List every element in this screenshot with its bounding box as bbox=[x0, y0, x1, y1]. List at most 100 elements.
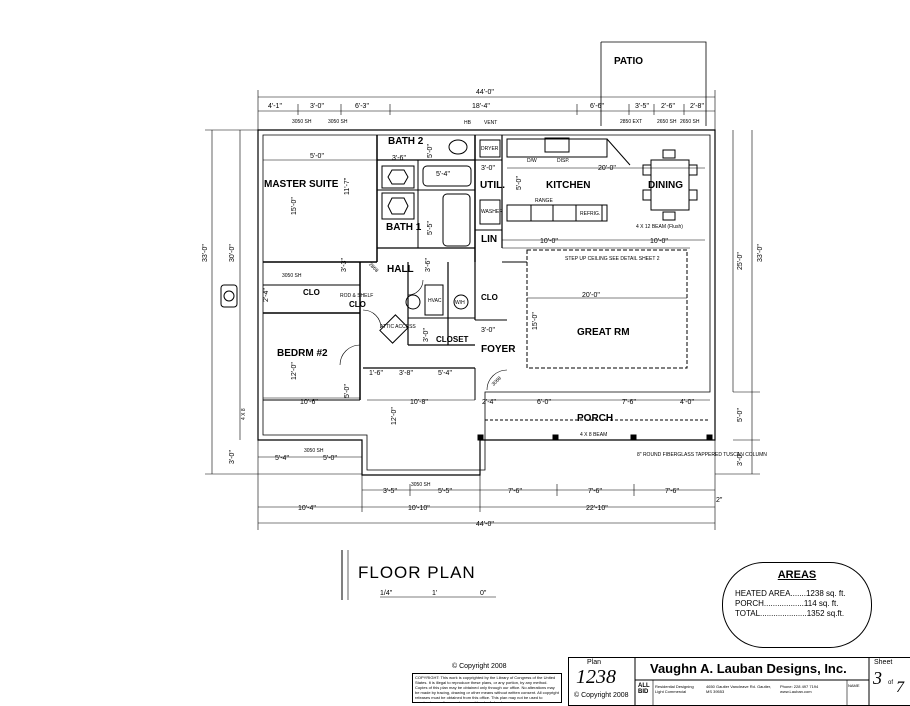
bath2-a-dim: 3'-6" bbox=[392, 155, 406, 162]
window-3050-e: 3050 SH bbox=[411, 482, 431, 488]
clo-b-dim: 3'-0" bbox=[423, 328, 430, 342]
top-seg-7: 2'-6" bbox=[661, 103, 675, 110]
right-mid-dim: 5'-0" bbox=[737, 408, 744, 422]
garage-b-dim: 3'-8" bbox=[399, 370, 413, 377]
address-text: 4650 Gautier Vancleave Rd. Gautier, MS 3… bbox=[706, 684, 772, 694]
left-bottom-dim: 3'-0" bbox=[229, 450, 236, 464]
porch-a-dim: 2'-4" bbox=[482, 399, 496, 406]
bottom-b-dim: 5'-5" bbox=[438, 488, 452, 495]
great-w-dim: 20'-0" bbox=[582, 292, 600, 299]
disp-label: DISP. bbox=[557, 158, 569, 164]
left-inner-dim: 30'-0" bbox=[229, 244, 236, 262]
bath2-b-dim: 5'-0" bbox=[427, 144, 434, 158]
dw-label: D/W bbox=[527, 158, 537, 164]
master-side-dim: 11'-7" bbox=[344, 177, 351, 195]
allbid-2: BID bbox=[638, 689, 649, 695]
top-seg-2: 3'-0" bbox=[310, 103, 324, 110]
porch-d-dim: 4'-0" bbox=[680, 399, 694, 406]
refrig-label: REFRIG. bbox=[580, 211, 600, 217]
window-2850: 2850 EXT bbox=[620, 119, 642, 125]
master-width-dim: 5'-0" bbox=[310, 153, 324, 160]
clo-bed-label: CLO bbox=[349, 300, 366, 309]
right-bottom-dim: 3'-0" bbox=[737, 452, 744, 466]
clo-master-label: CLO bbox=[303, 288, 320, 297]
kitchen-label: KITCHEN bbox=[546, 180, 590, 191]
column-note-label: 8" ROUND FIBERGLASS TAPPERED TUSCAN COLU… bbox=[637, 452, 767, 458]
scale-b: 1' bbox=[432, 590, 438, 597]
bed-bottom-b-dim: 5'-0" bbox=[323, 455, 337, 462]
window-3050-c: 3050 SH bbox=[282, 273, 302, 279]
allbid-logo: ALL BID bbox=[638, 683, 650, 695]
kitchen-b-dim: 10'-0" bbox=[650, 238, 668, 245]
allbid-1: ALL bbox=[638, 683, 650, 689]
porch-label: PORCH bbox=[577, 413, 613, 424]
porch-c-dim: 7'-6" bbox=[622, 399, 636, 406]
top-seg-4: 18'-4" bbox=[472, 103, 490, 110]
util-b-dim: 5'-0" bbox=[516, 176, 523, 190]
lin-label: LIN bbox=[481, 234, 497, 245]
dryer-label: DRYER bbox=[481, 146, 499, 152]
vent-label: VENT bbox=[484, 120, 497, 126]
bottom-h-dim: 22'-10" bbox=[586, 505, 608, 512]
kitchen-a-dim: 10'-0" bbox=[540, 238, 558, 245]
plan-label: Plan bbox=[587, 659, 602, 666]
beam-left-label: 4 X 8 bbox=[241, 408, 247, 420]
hall-b-dim: 3'-6" bbox=[425, 258, 432, 272]
foyer-w-dim: 3'-0" bbox=[481, 327, 495, 334]
clo-a-dim: 2'-4" bbox=[263, 288, 270, 302]
bed-w-dim: 10'-6" bbox=[300, 399, 318, 406]
areas-porch: PORCH..................114 sq. ft. bbox=[735, 599, 839, 608]
phone-text: Phone: 228 497 7194 www.Lauban.com bbox=[780, 684, 819, 694]
range-label: RANGE bbox=[535, 198, 553, 204]
overall-top-dim: 44'-0" bbox=[476, 89, 494, 96]
wh-label: W/H bbox=[455, 300, 465, 306]
window-2650-a: 2650 SH bbox=[657, 119, 677, 125]
hall-label: HALL bbox=[387, 264, 414, 275]
areas-total: TOTAL.....................1352 sq.ft. bbox=[735, 609, 845, 618]
bottom-d-dim: 7'-6" bbox=[588, 488, 602, 495]
right-upper-dim: 25'-0" bbox=[737, 252, 744, 270]
garage-c-dim: 5'-4" bbox=[438, 370, 452, 377]
top-seg-6: 3'-5" bbox=[635, 103, 649, 110]
beam-flush-label: 4 X 12 BEAM (Flush) bbox=[636, 224, 683, 230]
kitchen-dim: 20'-0" bbox=[598, 165, 616, 172]
door-3068: 3068 bbox=[491, 375, 503, 387]
beam-porch-label: 4 X 8 BEAM bbox=[580, 432, 607, 438]
sheet-number: 3 bbox=[873, 668, 882, 688]
title-block-grid bbox=[634, 658, 870, 705]
attic-label: ATTIC ACCESS bbox=[380, 324, 416, 330]
step-ceiling-label: STEP UP CEILING SEE DETAIL SHEET 2 bbox=[565, 256, 660, 262]
bottom-e-dim: 7'-6" bbox=[665, 488, 679, 495]
garage-d-dim: 12'-0" bbox=[391, 407, 398, 425]
garage-w-dim: 10'-8" bbox=[410, 399, 428, 406]
copyright-notice: © Copyright 2008 bbox=[452, 663, 507, 670]
great-d-dim: 15'-0" bbox=[532, 312, 539, 330]
bottom-c-dim: 7'-6" bbox=[508, 488, 522, 495]
top-seg-1: 4'-1" bbox=[268, 103, 282, 110]
master-depth-dim: 15'-0" bbox=[291, 197, 298, 215]
bath1-label: BATH 1 bbox=[386, 222, 422, 233]
overall-bottom-dim: 44'-0" bbox=[476, 521, 494, 528]
scale-a: 1/4" bbox=[380, 590, 393, 597]
left-overall-dim: 33'-0" bbox=[202, 244, 209, 262]
firm-name: Vaughn A. Lauban Designs, Inc. bbox=[650, 661, 847, 676]
master-suite-label: MASTER SUITE bbox=[264, 179, 339, 190]
great-rm-label: GREAT RM bbox=[577, 327, 630, 338]
washer-label: WASHER bbox=[481, 209, 503, 215]
copyright-fine-print: COPYRIGHT: This work is copyrighted by t… bbox=[412, 673, 562, 703]
sheet-label: Sheet bbox=[874, 659, 893, 666]
bedrm2-label: BEDRM #2 bbox=[277, 348, 328, 359]
areas-heading: AREAS bbox=[777, 569, 817, 581]
floor-plan-title: FLOOR PLAN bbox=[358, 563, 476, 582]
bath1-b-dim: 5'-5" bbox=[427, 221, 434, 235]
bed-bottom-a-dim: 5'-4" bbox=[275, 455, 289, 462]
closet-label: CLOSET bbox=[436, 335, 469, 344]
areas-heated: HEATED AREA.......1238 sq. ft. bbox=[735, 589, 846, 598]
bed-d-dim: 12'-0" bbox=[291, 362, 298, 380]
hb-label: HB bbox=[464, 120, 472, 126]
porch-b-dim: 6'-0" bbox=[537, 399, 551, 406]
bottom-f-dim: 10'-4" bbox=[298, 505, 316, 512]
plan-copyright: © Copyright 2008 bbox=[574, 692, 629, 699]
patio-label: PATIO bbox=[614, 56, 643, 67]
